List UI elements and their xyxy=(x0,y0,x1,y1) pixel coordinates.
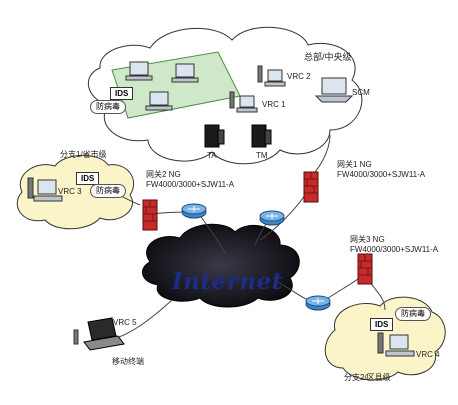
hq-workstation-3 xyxy=(145,91,173,111)
hq-vrc1-label: VRC 1 xyxy=(262,100,286,109)
branch1-title: 分支1/省市级 xyxy=(60,150,107,159)
branch1-ids-box: IDS xyxy=(76,172,100,185)
hq-tm-label: TM xyxy=(256,151,268,160)
firewall-gateway2 xyxy=(142,199,158,231)
firewall-gateway3 xyxy=(357,253,373,285)
hq-ids-box: IDS xyxy=(110,87,134,100)
firewall-gateway1 xyxy=(303,171,319,203)
hq-workstation-1 xyxy=(125,61,153,81)
branch1-pc xyxy=(27,177,63,202)
tm-server xyxy=(251,124,272,148)
branch1-vrc3-label: VRC 3 xyxy=(58,187,82,196)
hq-antivirus-bubble: 防病毒 xyxy=(90,100,126,114)
branch1-antivirus-bubble: 防病毒 xyxy=(90,184,126,198)
gateway2-model: FW4000/3000+SJW11-A xyxy=(146,180,235,189)
branch1-cloud xyxy=(16,154,135,230)
scm-laptop xyxy=(314,77,354,103)
branch2-pc xyxy=(377,332,415,357)
gateway3-model: FW4000/3000+SJW11-A xyxy=(350,245,439,254)
router-center xyxy=(259,210,285,226)
mobile-terminal-label: 移动终端 xyxy=(112,357,144,366)
gateway1-model: FW4000/3000+SJW11-A xyxy=(337,170,426,179)
ta-server xyxy=(204,124,225,148)
internet-cloud xyxy=(142,223,300,308)
hq-workstation-2 xyxy=(171,63,199,83)
router-left xyxy=(181,203,207,219)
gateway2-name: 网关2 NG xyxy=(146,170,181,179)
branch2-title: 分支2/区县级 xyxy=(344,373,391,382)
branch2-antivirus-bubble: 防病毒 xyxy=(395,307,431,321)
hq-pc-vrc1 xyxy=(229,91,258,113)
branch2-ids-box: IDS xyxy=(370,318,394,331)
internet-label: Internet xyxy=(172,268,283,295)
hq-scm-label: SCM xyxy=(352,88,370,97)
mobile-laptop xyxy=(73,317,125,351)
hq-title: 总部/中央级 xyxy=(304,52,352,62)
branch2-vrc4-label: VRC 4 xyxy=(416,350,440,359)
mobile-vrc5-label: VRC 5 xyxy=(113,318,137,327)
gateway3-name: 网关3 NG xyxy=(350,235,385,244)
router-right xyxy=(305,295,331,311)
hq-vrc2-label: VRC 2 xyxy=(287,72,311,81)
hq-ta-label: TA xyxy=(207,151,217,160)
hq-pc-vrc2 xyxy=(257,65,286,87)
gateway1-name: 网关1 NG xyxy=(337,160,372,169)
